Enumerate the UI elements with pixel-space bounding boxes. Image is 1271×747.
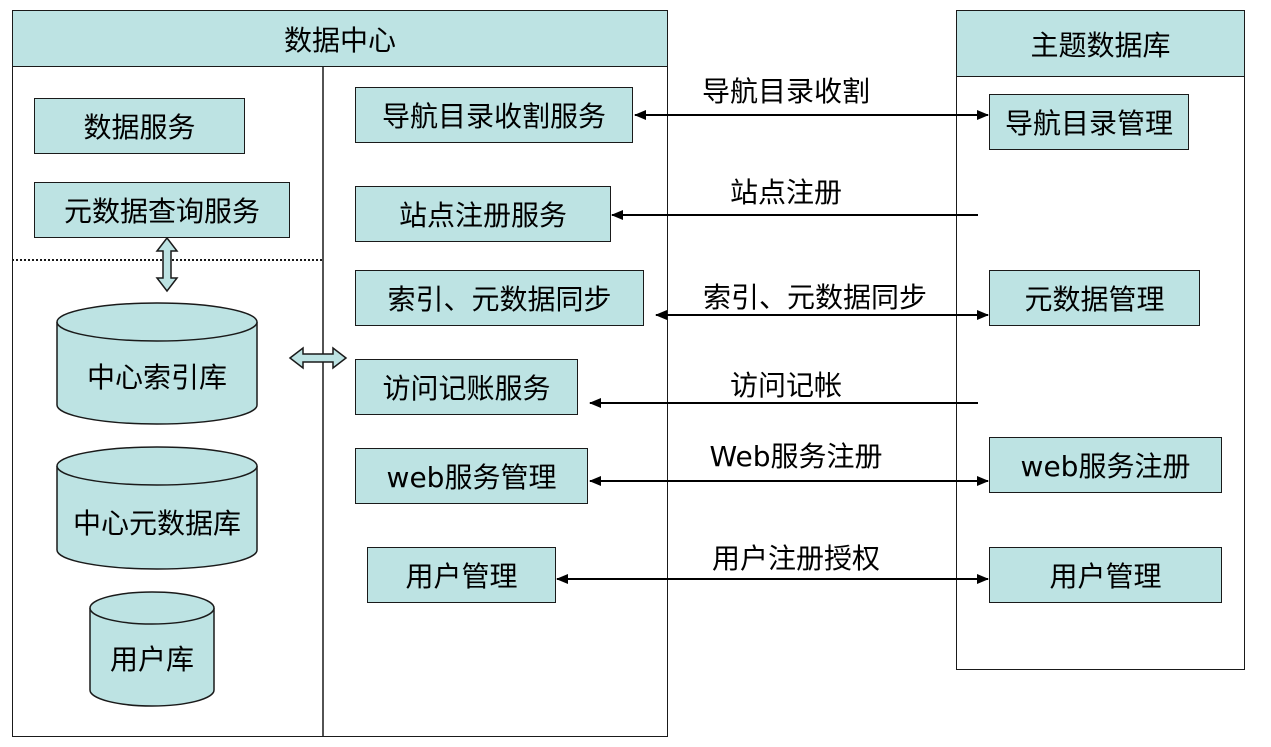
link-label-index-sync: 索引、元数据同步 bbox=[702, 281, 927, 314]
db-cylinder-user bbox=[89, 591, 215, 707]
link-label-site-register: 站点注册 bbox=[729, 176, 842, 209]
index-sync-box: 索引、元数据同步 bbox=[355, 270, 644, 326]
link-label-user-auth: 用户注册授权 bbox=[711, 542, 880, 575]
data-center-title: 数据中心 bbox=[12, 10, 668, 67]
db-label-user: 用户库 bbox=[109, 643, 194, 676]
nav-directory-mgmt-box: 导航目录管理 bbox=[989, 94, 1189, 150]
db-label-metadata: 中心元数据库 bbox=[72, 507, 241, 540]
link-label-web-service: Web服务注册 bbox=[709, 440, 883, 473]
vertical-double-arrow bbox=[155, 236, 179, 293]
horizontal-double-arrow bbox=[288, 346, 348, 370]
site-register-service-box: 站点注册服务 bbox=[355, 186, 611, 242]
data-service-box: 数据服务 bbox=[34, 98, 245, 154]
web-service-register-box: web服务注册 bbox=[989, 437, 1222, 493]
db-label-index: 中心索引库 bbox=[86, 361, 227, 394]
web-service-mgmt-box: web服务管理 bbox=[355, 448, 588, 504]
db-cylinder-metadata bbox=[56, 446, 258, 570]
link-label-nav-harvest: 导航目录收割 bbox=[701, 75, 870, 108]
metadata-mgmt-box: 元数据管理 bbox=[989, 270, 1200, 326]
access-log-service-box: 访问记账服务 bbox=[355, 359, 578, 415]
metadata-query-service-box: 元数据查询服务 bbox=[34, 182, 290, 238]
user-mgmt-box-dc: 用户管理 bbox=[367, 547, 556, 603]
link-label-access-log: 访问记帐 bbox=[729, 369, 842, 402]
user-mgmt-box-theme: 用户管理 bbox=[989, 547, 1222, 603]
db-cylinder-index bbox=[56, 302, 258, 425]
nav-harvest-service-box: 导航目录收割服务 bbox=[355, 87, 633, 143]
theme-db-title: 主题数据库 bbox=[956, 10, 1245, 77]
